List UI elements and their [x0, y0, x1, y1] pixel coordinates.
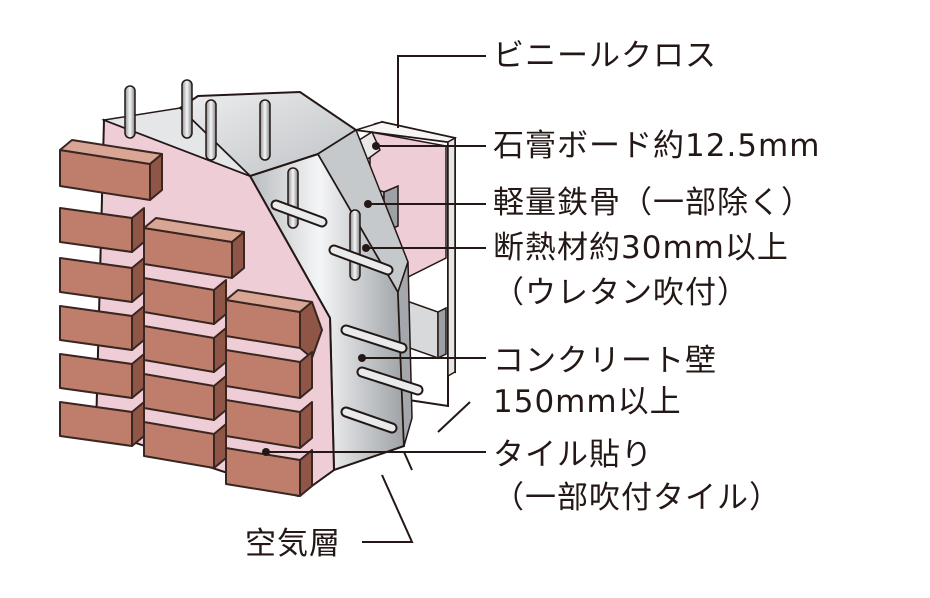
label-concrete-wall: コンクリート壁 — [493, 343, 717, 379]
brick-tiles — [59, 139, 323, 497]
brick-row-2 — [59, 207, 245, 279]
dim-gypsum-depth — [437, 401, 471, 433]
leader-vinyl — [397, 55, 486, 128]
leader-air — [362, 474, 414, 543]
leader-lines — [266, 55, 486, 543]
brick-row-3 — [59, 257, 323, 359]
label-air-layer: 空気層 — [245, 526, 341, 562]
label-concrete-thickness: 150mm以上 — [493, 384, 682, 420]
brick-row-1 — [59, 139, 163, 201]
brick-row-5 — [59, 353, 313, 449]
label-insulation-note: （ウレタン吹付） — [493, 275, 749, 311]
label-light-steel: 軽量鉄骨（一部除く） — [493, 185, 813, 221]
label-tile-note: （一部吹付タイル） — [493, 480, 781, 516]
label-tile: タイル貼り — [493, 437, 653, 473]
label-vinyl-cloth: ビニールクロス — [493, 38, 717, 74]
brick-row-4 — [59, 305, 313, 399]
rebar-rods — [124, 79, 424, 434]
label-gypsum-board: 石膏ボード約12.5mm — [493, 128, 821, 164]
dim-air-tick — [403, 451, 413, 471]
leader-dots — [262, 142, 380, 456]
label-insulation: 断熱材約30mm以上 — [493, 230, 789, 266]
brick-row-6 — [59, 401, 313, 497]
